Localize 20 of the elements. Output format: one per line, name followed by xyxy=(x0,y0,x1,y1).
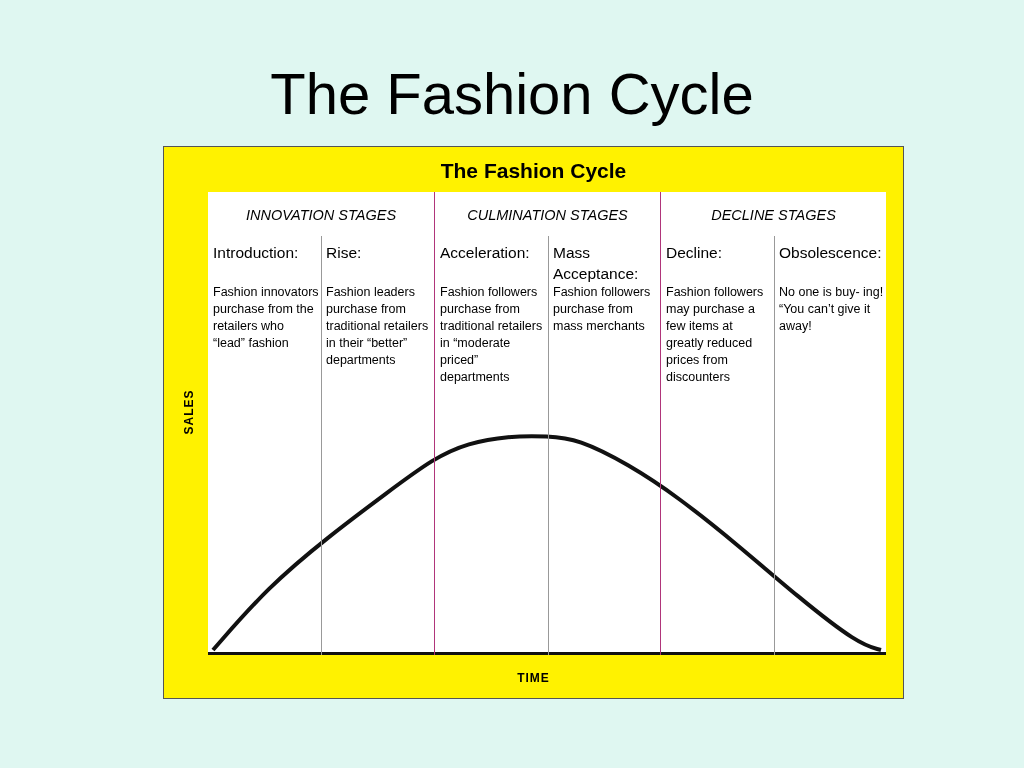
phase-heading: Obsolescence: xyxy=(779,243,883,263)
chart-panel xyxy=(163,146,904,699)
phase-description: Fashion innovators purchase from the retailers who “lead” fashion xyxy=(213,284,319,352)
phase-description: No one is buy- ing! “You can’t give it away! xyxy=(779,284,885,335)
slide-title: The Fashion Cycle xyxy=(269,60,755,127)
stage-heading: INNOVATION STAGES xyxy=(244,207,398,223)
panel-title: The Fashion Cycle xyxy=(439,159,628,183)
phase-description: Fashion followers may purchase a few items at greatly reduced prices from discounters xyxy=(666,284,765,386)
stage-heading: DECLINE STAGES xyxy=(710,207,837,223)
phase-heading: Acceleration: xyxy=(440,243,531,263)
phase-heading: Mass Acceptance: xyxy=(553,243,640,284)
phase-heading: Decline: xyxy=(666,243,723,263)
axis-label: TIME xyxy=(516,671,551,685)
axis-label: SALES xyxy=(181,389,196,435)
phase-description: Fashion followers purchase from mass merchants xyxy=(553,284,652,335)
phase-description: Fashion followers purchase from traditional retailers in “moderate priced” departments xyxy=(440,284,544,386)
stage-heading: CULMINATION STAGES xyxy=(466,207,629,223)
phase-heading: Rise: xyxy=(326,243,363,263)
phase-heading: Introduction: xyxy=(213,243,300,263)
phase-description: Fashion leaders purchase from traditional retailers in their “better” departments xyxy=(326,284,430,369)
